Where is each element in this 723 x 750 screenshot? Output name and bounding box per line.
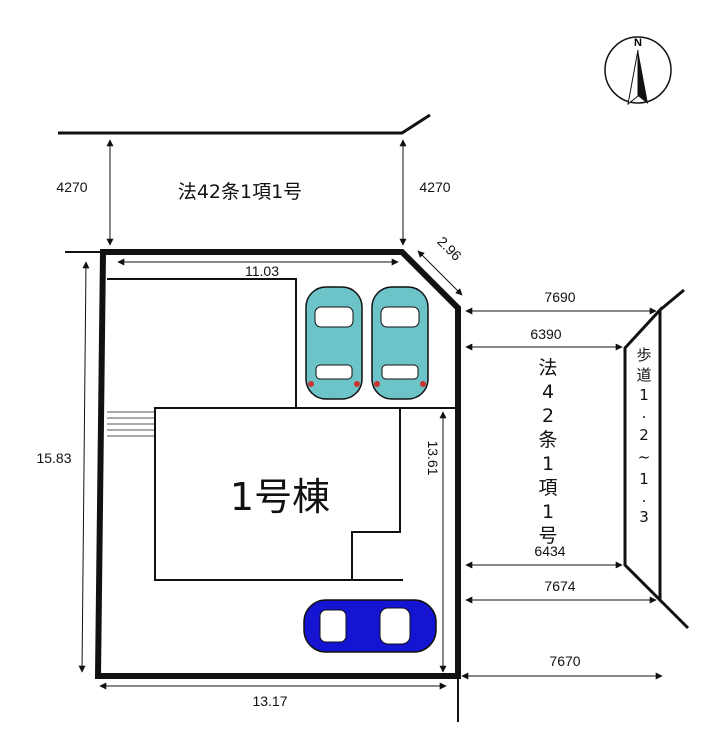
entrance-steps <box>107 411 155 437</box>
road-east-char: 2 <box>542 405 554 427</box>
road-width-7670: 7670 <box>549 653 580 669</box>
parked-car-icon <box>371 286 429 400</box>
left-edge-label: 15.83 <box>36 450 71 466</box>
sidewalk-char: 歩 <box>636 346 651 364</box>
corner-cut-label: 2.96 <box>434 233 465 264</box>
building-footprint <box>154 407 401 581</box>
sidewalk-char: 1 <box>639 470 649 488</box>
dim-line-corner <box>417 250 463 296</box>
sidewalk-char: 3 <box>639 508 649 526</box>
sidewalk-char: . <box>642 404 647 422</box>
sidewalk-label: 歩 道 1 . 2 ~ 1 . 3 <box>636 346 651 526</box>
road-width-6390: 6390 <box>530 326 561 342</box>
parked-car-icon <box>305 286 363 400</box>
road-east-char: 法 <box>538 357 557 379</box>
road-east-label: 法 4 2 条 1 項 1 号 <box>538 357 557 547</box>
site-boundary <box>94 249 461 679</box>
north-arrow-icon: N <box>604 36 672 106</box>
road-width-7690: 7690 <box>544 289 575 305</box>
road-east-edge-bottom <box>658 598 690 630</box>
road-width-7674: 7674 <box>544 578 575 594</box>
top-edge-label: 11.03 <box>245 263 279 279</box>
road-north-edge <box>58 113 431 135</box>
dim-line-left <box>78 261 90 673</box>
sidewalk-char: 2 <box>639 426 649 444</box>
road-east-char: 1 <box>542 453 554 475</box>
sidewalk-char: 1 <box>639 386 649 404</box>
bottom-edge-label: 13.17 <box>252 693 287 709</box>
right-edge-label: 13.61 <box>425 440 441 475</box>
road-east-char: 条 <box>538 429 557 451</box>
road-east-char: 1 <box>542 501 554 523</box>
north-label: N <box>634 37 642 49</box>
parked-car-icon <box>303 599 437 653</box>
sidewalk-char: ~ <box>638 448 651 466</box>
building-label: 1号棟 <box>230 475 330 519</box>
sidewalk-char: 道 <box>636 366 651 384</box>
road-east-edge-top <box>659 288 685 312</box>
road-east-char: 号 <box>538 525 557 547</box>
road-east-char: 4 <box>542 381 554 403</box>
road-east-char: 項 <box>538 477 557 499</box>
road-width-right-label: 4270 <box>419 179 450 195</box>
road-width-left-label: 4270 <box>56 179 87 195</box>
road-width-6434: 6434 <box>534 543 565 559</box>
road-north-label: 法42条1項1号 <box>178 181 302 203</box>
sidewalk-char: . <box>642 488 647 506</box>
